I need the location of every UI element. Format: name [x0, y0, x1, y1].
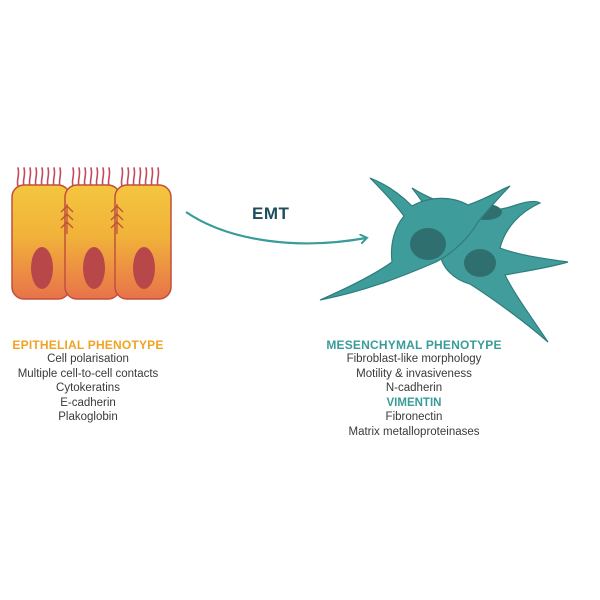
mesenchymal-trait-list: Fibroblast-like morphology Motility & in…: [316, 352, 512, 439]
mesenchymal-trait-highlight: VIMENTIN: [386, 396, 442, 409]
epithelial-phenotype: EPITHELIAL PHENOTYPE Cell polarisation M…: [0, 338, 176, 425]
emt-label: EMT: [252, 204, 290, 223]
mesenchymal-trait: N-cadherin: [385, 382, 443, 394]
mesenchymal-cells: [319, 177, 569, 343]
epithelial-nucleus-2: [83, 247, 105, 289]
epithelial-trait: Cell polarisation: [47, 353, 129, 365]
mesenchymal-nucleus-1: [410, 228, 446, 260]
mesenchymal-phenotype: MESENCHYMAL PHENOTYPE Fibroblast-like mo…: [316, 338, 512, 439]
emt-arrow: [185, 211, 366, 245]
microvilli: [16, 167, 160, 187]
mesenchymal-trait: Motility & invasiveness: [356, 367, 472, 380]
mesenchymal-trait: Fibronectin: [385, 411, 443, 423]
epithelial-heading: EPITHELIAL PHENOTYPE: [12, 338, 164, 352]
mesenchymal-heading: MESENCHYMAL PHENOTYPE: [326, 338, 502, 352]
epithelial-trait: Multiple cell-to-cell contacts: [17, 367, 159, 380]
epithelial-cells: [11, 167, 172, 300]
epithelial-cell-3: [114, 184, 172, 300]
cell-junctions: [60, 204, 124, 234]
epithelial-nucleus-3: [133, 247, 155, 289]
epithelial-trait-list: Cell polarisation Multiple cell-to-cell …: [0, 352, 176, 425]
epithelial-nucleus-1: [31, 247, 53, 289]
epithelial-trait: Plakoglobin: [58, 411, 118, 423]
mesenchymal-trait: Fibroblast-like morphology: [346, 353, 482, 365]
mesenchymal-nucleus-2: [464, 249, 496, 277]
epithelial-trait: E-cadherin: [60, 396, 116, 409]
mesenchymal-trait: Matrix metalloproteinases: [348, 425, 480, 438]
epithelial-trait: Cytokeratins: [56, 382, 120, 394]
